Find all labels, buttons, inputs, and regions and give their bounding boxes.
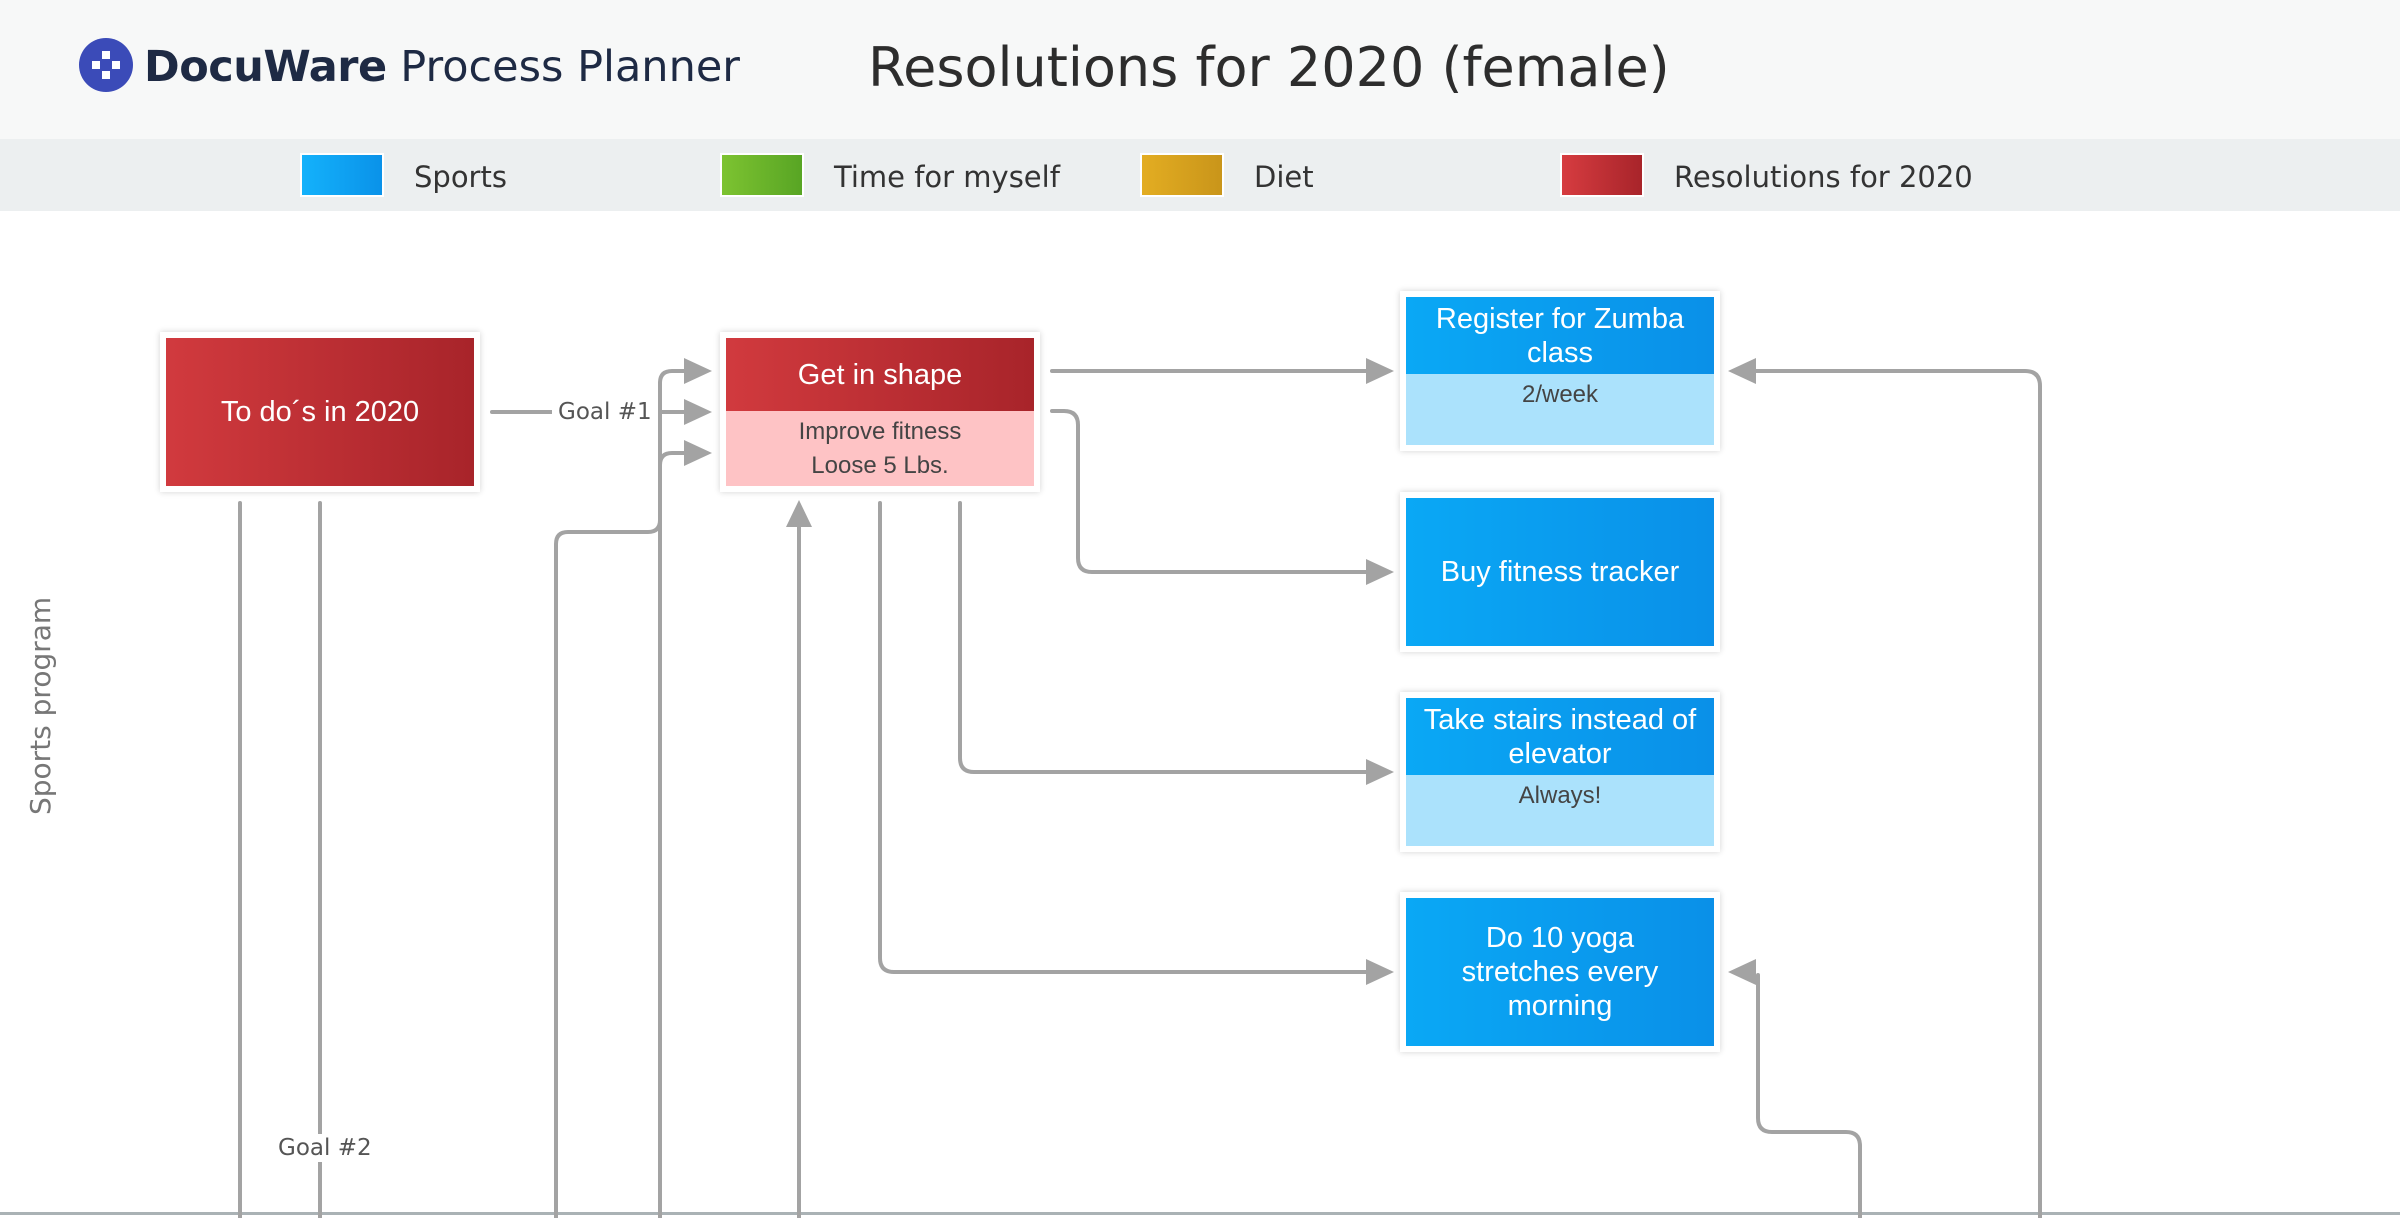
brand-name: DocuWare (144, 42, 387, 92)
arrowhead-shape-bottom (786, 500, 812, 527)
arrowhead-stairs (1366, 759, 1394, 785)
lane-divider (0, 1212, 2400, 1215)
page-title: Resolutions for 2020 (female) (868, 36, 1670, 99)
node-take-stairs-title: Take stairs instead of elevator (1406, 698, 1714, 775)
arrowhead-zumba (1366, 358, 1394, 384)
connector-shape-stairs (958, 501, 1374, 774)
node-todos-title: To do´s in 2020 (166, 338, 474, 486)
connector-right-yoga (1756, 973, 1862, 1218)
legend-label-diet: Diet (1254, 160, 1314, 194)
arrowhead-shape-left-1 (684, 358, 712, 384)
node-take-stairs-note: Always! (1406, 775, 1714, 846)
legend-swatch-time-for-myself (720, 153, 804, 197)
edge-label-goal1: Goal #1 (552, 398, 658, 426)
node-zumba-title: Register for Zumba class (1406, 297, 1714, 374)
docuware-logo-icon (79, 38, 133, 92)
connector-right-zumba (1738, 369, 2042, 1218)
legend-label-time-for-myself: Time for myself (834, 160, 1060, 194)
legend-swatch-resolutions (1560, 153, 1644, 197)
brand-product: Process Planner (400, 42, 740, 92)
node-take-stairs[interactable]: Take stairs instead of elevator Always! (1400, 692, 1720, 852)
node-yoga[interactable]: Do 10 yoga stretches every morning (1400, 892, 1720, 1052)
connector-up-to-shape-2 (658, 451, 690, 1218)
legend-swatch-sports (300, 153, 384, 197)
connector-up-to-shape-1 (554, 369, 690, 1218)
arrowhead-yoga-right (1728, 959, 1756, 985)
node-todos-2020[interactable]: To do´s in 2020 (160, 332, 480, 492)
header-bar (0, 0, 2400, 139)
node-get-in-shape-notes: Improve fitness Loose 5 Lbs. (726, 411, 1034, 486)
legend-label-sports: Sports (414, 160, 507, 194)
legend-swatch-diet (1140, 153, 1224, 197)
node-zumba-note: 2/week (1406, 374, 1714, 445)
node-get-in-shape-note-1: Improve fitness (798, 417, 962, 445)
node-fitness-tracker[interactable]: Buy fitness tracker (1400, 492, 1720, 652)
edge-label-goal2: Goal #2 (272, 1134, 378, 1162)
arrowhead-zumba-right (1728, 358, 1756, 384)
connector-shape-tracker (1050, 409, 1374, 574)
legend-label-resolutions: Resolutions for 2020 (1674, 160, 1973, 194)
brand-logotype[interactable]: DocuWare Process Planner (144, 40, 740, 94)
node-fitness-tracker-title: Buy fitness tracker (1406, 498, 1714, 646)
connector-shape-yoga (878, 501, 1374, 974)
arrowhead-yoga (1366, 959, 1394, 985)
node-zumba[interactable]: Register for Zumba class 2/week (1400, 291, 1720, 451)
node-get-in-shape-title: Get in shape (726, 338, 1034, 411)
arrowhead-shape-left-2 (684, 399, 712, 425)
node-yoga-title: Do 10 yoga stretches every morning (1406, 898, 1714, 1046)
arrowhead-tracker (1366, 559, 1394, 585)
node-get-in-shape[interactable]: Get in shape Improve fitness Loose 5 Lbs… (720, 332, 1040, 492)
node-get-in-shape-note-2: Loose 5 Lbs. (811, 451, 949, 479)
arrowhead-shape-left-3 (684, 440, 712, 466)
